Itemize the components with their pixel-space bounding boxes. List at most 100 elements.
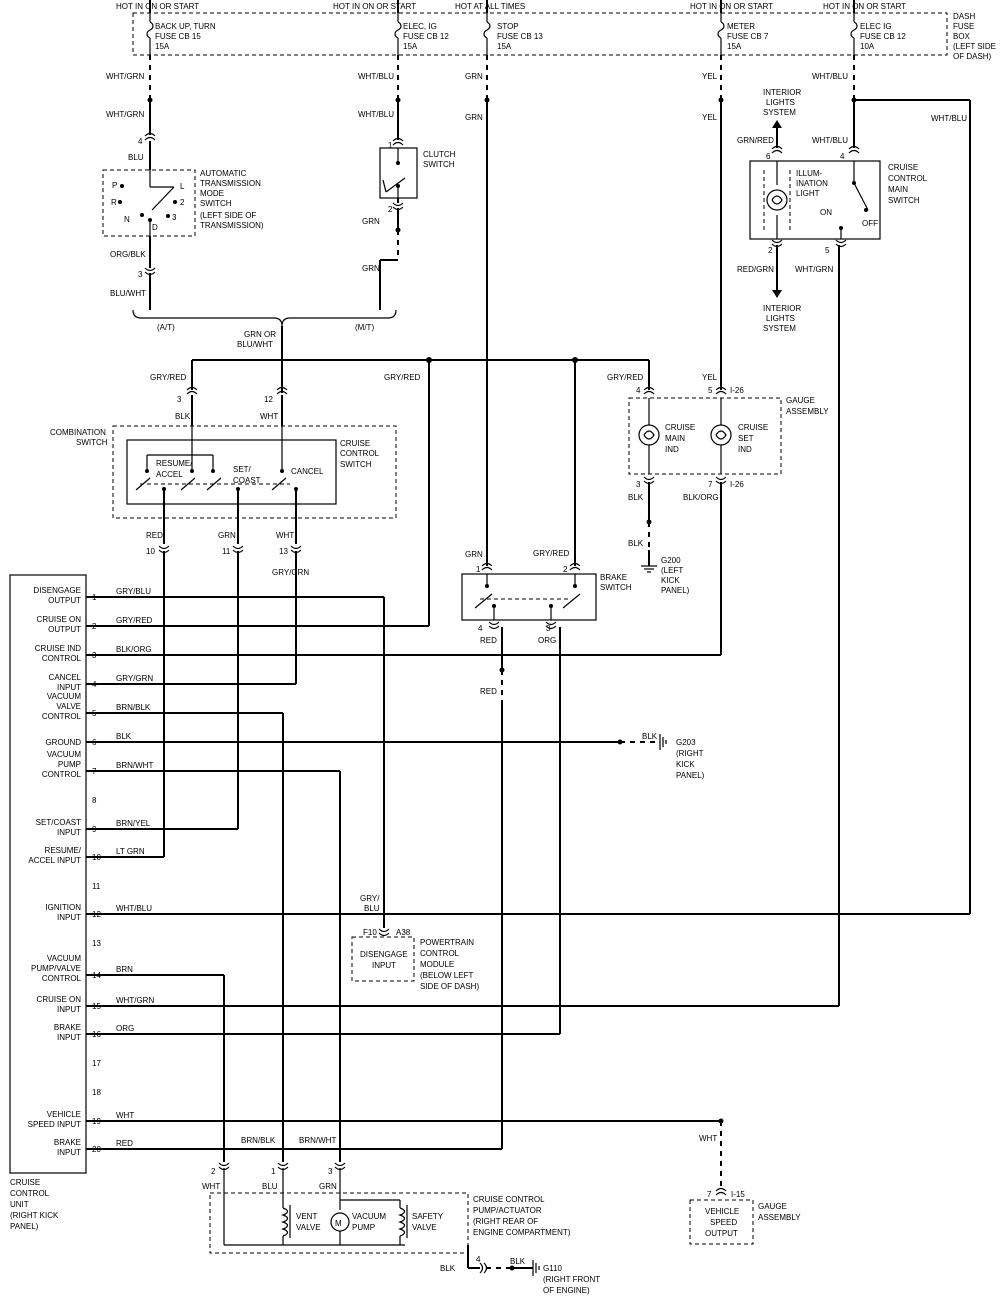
svg-text:2: 2 [388,205,393,214]
ccu-pin-label: INPUT [57,913,81,922]
fuse-1: HOT IN ON OR START BACK UP, TURN FUSE CB… [116,0,216,55]
svg-text:PUMP/ACTUATOR: PUMP/ACTUATOR [473,1206,542,1215]
meter-branch-wiring: YEL YEL YEL [702,55,724,390]
svg-text:GRY/RED: GRY/RED [607,373,644,382]
svg-text:CLUTCH: CLUTCH [423,150,456,159]
svg-text:2: 2 [768,246,773,255]
svg-text:TRANSMISSION: TRANSMISSION [200,179,261,188]
svg-text:RED/GRN: RED/GRN [737,265,774,274]
ccu-pin-label: CRUISE ON [37,995,82,1004]
svg-text:BLK: BLK [628,539,644,548]
svg-text:SIDE OF DASH): SIDE OF DASH) [420,982,479,991]
svg-text:CONTROL: CONTROL [10,1189,50,1198]
fuse-3: HOT AT ALL TIMES STOP FUSE CB 13 15A [455,0,543,55]
svg-text:SWITCH: SWITCH [340,460,372,469]
pump-actuator-internals: M VENT VALVE VACUUM PUMP SAFETY VALVE CR… [223,1168,571,1246]
svg-text:PANEL): PANEL) [10,1222,39,1231]
svg-text:GRN: GRN [465,113,483,122]
svg-text:BRN/BLK: BRN/BLK [241,1136,276,1145]
svg-text:GRN OR: GRN OR [244,330,276,339]
ccu-pin-wire-color: BRN/BLK [116,703,151,712]
svg-text:WHT: WHT [260,412,278,421]
svg-text:OF DASH): OF DASH) [953,52,992,61]
ccu-pin-label: SET/COAST [36,818,81,827]
ccu-pin-label: SPEED INPUT [28,1120,81,1129]
svg-text:(LEFT SIDE: (LEFT SIDE [953,42,996,51]
svg-text:FUSE CB 15: FUSE CB 15 [155,32,201,41]
svg-text:CRUISE: CRUISE [665,423,695,432]
svg-text:WHT/BLU: WHT/BLU [358,110,394,119]
ccu-pin-wire-color: BLK/ORG [116,645,152,654]
svg-text:10: 10 [146,547,155,556]
svg-text:MAIN: MAIN [665,434,685,443]
svg-text:WHT/BLU: WHT/BLU [812,72,848,81]
svg-text:AUTOMATIC: AUTOMATIC [200,169,247,178]
svg-text:GRN: GRN [362,264,380,273]
ccu-pin-label: PUMP/VALVE [31,964,81,973]
at-lower-wiring: ORG/BLK 3 BLU/WHT [110,236,156,310]
svg-text:P: P [112,181,117,190]
ccu-pin-label: CONTROL [42,654,82,663]
ccu-pin-label: INPUT [57,1033,81,1042]
svg-text:BLU: BLU [128,153,144,162]
ccu-wire-runs: GRY/ BLU BLK G203 (RIGHT KICK PANEL) [86,596,970,1190]
svg-text:IND: IND [738,445,752,454]
svg-text:WHT/GRN: WHT/GRN [795,265,833,274]
fuse-5: HOT IN ON OR START ELEC IG FUSE CB 12 10… [823,0,906,55]
cruise-control-switch-contacts: RESUME/ ACCEL SET/ COAST CANCEL CRUISE C… [135,426,380,491]
svg-text:RESUME/: RESUME/ [156,459,193,468]
gauge-indicators: CRUISE MAIN IND CRUISE SET IND GAUGE ASS… [638,396,829,474]
svg-text:GRY/RED: GRY/RED [150,373,187,382]
pcm-disengage-input [351,936,415,982]
svg-text:GRY/RED: GRY/RED [533,549,570,558]
svg-text:2: 2 [211,1167,216,1176]
brake-switch [461,573,597,621]
svg-text:R: R [111,198,117,207]
ccu-pin-label: GROUND [45,738,81,747]
svg-text:(RIGHT REAR OF: (RIGHT REAR OF [473,1217,538,1226]
svg-text:DASH: DASH [953,12,975,21]
svg-text:CRUISE: CRUISE [10,1178,40,1187]
svg-text:13: 13 [279,547,288,556]
svg-text:3: 3 [177,395,182,404]
svg-text:SWITCH: SWITCH [423,160,455,169]
svg-text:BLU/WHT: BLU/WHT [110,289,146,298]
svg-text:DISENGAGE: DISENGAGE [360,950,408,959]
ccu-pin-label: BRAKE [54,1023,81,1032]
svg-text:KICK: KICK [661,576,680,585]
svg-text:HOT IN ON OR START: HOT IN ON OR START [116,2,199,11]
svg-text:LIGHT: LIGHT [796,189,820,198]
clutch-lower-wiring: 2 GRN GRN [362,198,404,310]
svg-text:5: 5 [825,246,830,255]
svg-text:ACCEL: ACCEL [156,470,183,479]
at-branch-wiring: WHT/GRN WHT/GRN 4 BLU [106,55,156,170]
svg-text:SWITCH: SWITCH [200,199,232,208]
svg-text:SYSTEM: SYSTEM [763,324,796,333]
svg-text:METER: METER [727,22,755,31]
svg-text:3: 3 [546,624,551,633]
svg-text:FUSE CB 12: FUSE CB 12 [403,32,449,41]
svg-text:INTERIOR: INTERIOR [763,304,801,313]
svg-text:4: 4 [478,624,483,633]
svg-text:GRY/GRN: GRY/GRN [272,568,309,577]
svg-text:BLK: BLK [440,1264,456,1273]
svg-text:UNIT: UNIT [10,1200,29,1209]
svg-text:CONTROL: CONTROL [340,449,380,458]
svg-text:BLK: BLK [628,493,644,502]
svg-text:CONTROL: CONTROL [420,949,460,958]
svg-text:GAUGE: GAUGE [786,396,815,405]
svg-text:VALVE: VALVE [296,1223,321,1232]
svg-text:(M/T): (M/T) [355,323,374,332]
ccu-pin-label: BRAKE [54,1138,81,1147]
ccu-pin-label: INPUT [57,1148,81,1157]
svg-text:BLK: BLK [175,412,191,421]
svg-text:VACUUM: VACUUM [352,1212,386,1221]
ccu-pin-label: INPUT [57,683,81,692]
svg-text:WHT/GRN: WHT/GRN [106,72,144,81]
svg-text:PANEL): PANEL) [676,771,705,780]
svg-text:4: 4 [636,386,641,395]
ccu-pin-label: DISENGAGE [33,586,81,595]
svg-text:BLK: BLK [510,1257,526,1266]
svg-text:HOT IN ON OR START: HOT IN ON OR START [690,2,773,11]
